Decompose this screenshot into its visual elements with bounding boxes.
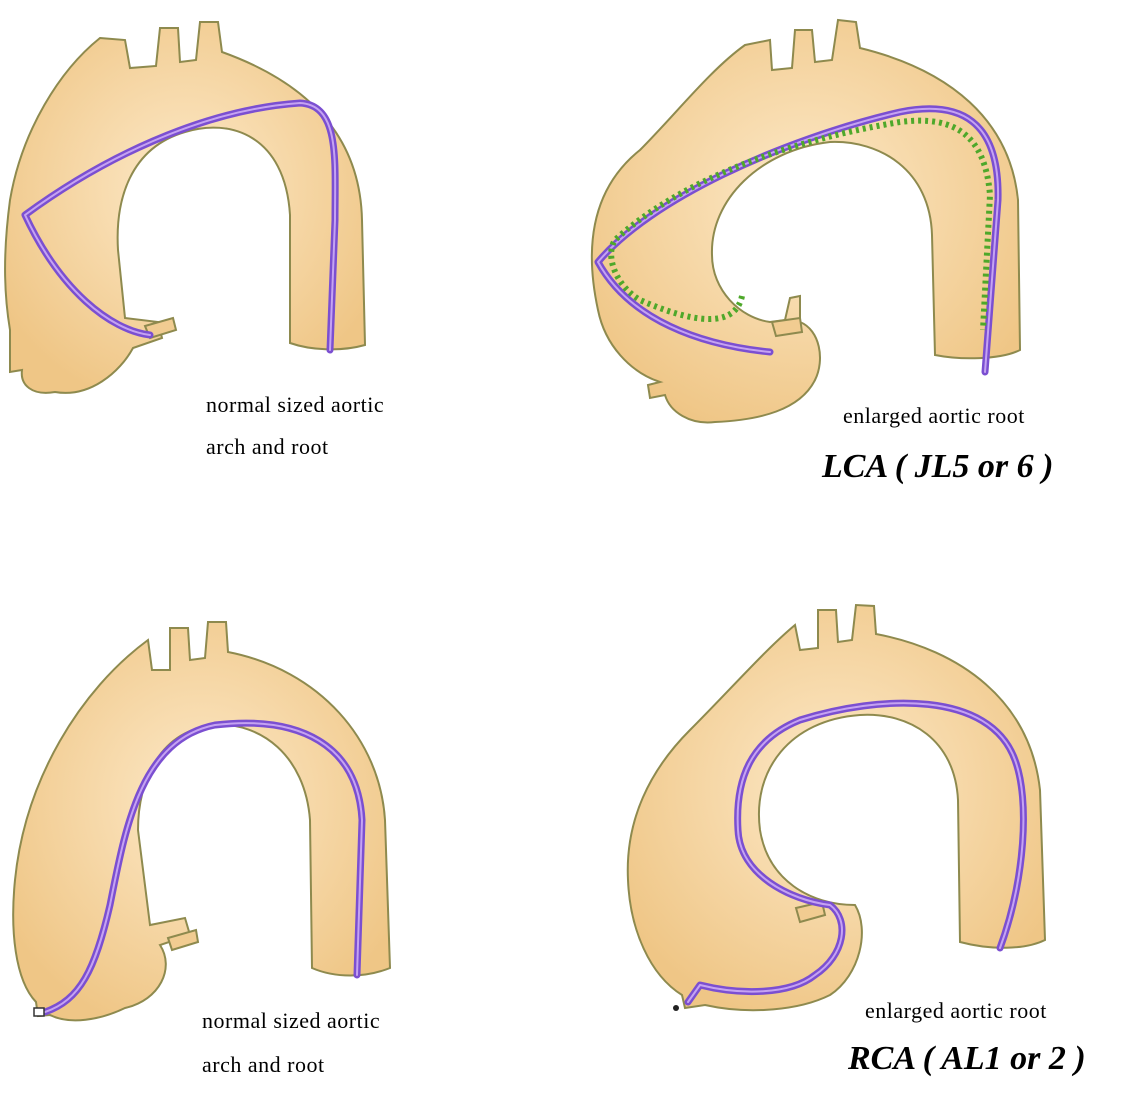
aorta-normal-top-left [5,22,365,393]
caption-top-right: enlarged aortic root [843,403,1025,429]
catheter-tip-marker [673,1005,679,1011]
aorta-enlarged-bottom-right [628,605,1045,1011]
caption-bottom-left-line1: normal sized aortic [202,1008,380,1034]
caption-bottom-right: enlarged aortic root [865,998,1047,1024]
title-rca: RCA ( AL1 or 2 ) [848,1040,1086,1078]
title-lca: LCA ( JL5 or 6 ) [822,448,1053,486]
caption-bottom-left-line2: arch and root [202,1052,325,1078]
aorta-enlarged-top-right [592,20,1020,422]
caption-top-left-line2: arch and root [206,434,329,460]
caption-top-left-line1: normal sized aortic [206,392,384,418]
aorta-normal-bottom-left [13,622,390,1020]
catheter-tip-marker [34,1008,44,1016]
